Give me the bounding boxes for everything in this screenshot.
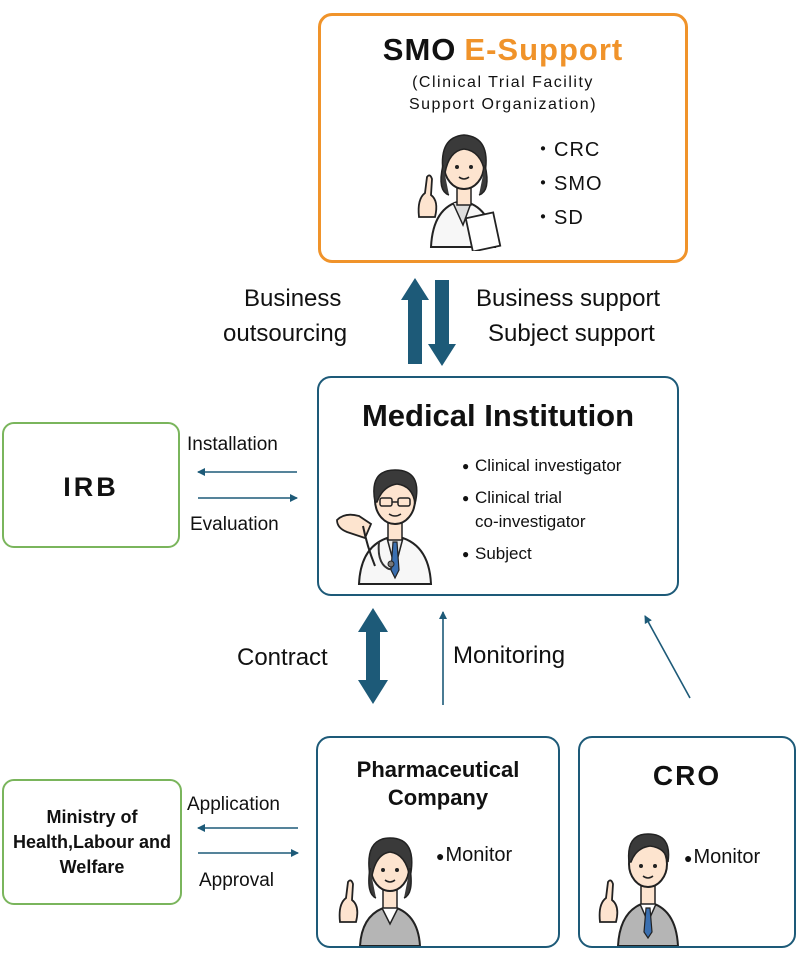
business-support-label: Business support [476, 285, 661, 312]
pharmaceutical-company-title: Pharmaceutical Company [356, 757, 520, 810]
crc-woman-illustration [417, 134, 502, 251]
application-label: Application [187, 794, 280, 815]
mhlw-box: Ministry of Health,Labour and Welfare [2, 779, 182, 905]
medical-role-item: Clinical investigator [462, 454, 621, 478]
mhlw-title: Ministry of Health,Labour and Welfare [12, 807, 171, 877]
medical-role-item: Clinical trial [462, 486, 621, 510]
smo-role-item: SD [533, 201, 603, 235]
smo-roles-list: CRC SMO SD [533, 133, 603, 235]
outsourcing-label: outsourcing [223, 320, 348, 347]
doctor-illustration [336, 469, 433, 585]
contract-arrow [358, 608, 388, 704]
irb-box: IRB [2, 422, 180, 548]
evaluation-label: Evaluation [190, 514, 279, 535]
cro-monitor-label: Monitor [684, 846, 760, 869]
medical-role-item: Subject [462, 542, 621, 566]
irb-title: IRB [63, 472, 119, 502]
medical-role-item-cont: co-investigator [475, 512, 586, 531]
smo-subtitle-line1: (Clinical Trial Facility [412, 74, 594, 91]
support-arrow [428, 280, 456, 366]
pharma-monitor-label: Monitor [436, 844, 512, 867]
medical-institution-title: Medical Institution [361, 398, 635, 433]
smo-role-item: SMO [533, 167, 603, 201]
outsourcing-arrow [401, 278, 429, 364]
medical-institution-box: Medical Institution Clinical investigato… [317, 376, 679, 596]
medical-roles-list: Clinical investigator Clinical trial co-… [462, 454, 621, 574]
contract-label: Contract [237, 644, 328, 671]
cro-monitoring-arrow [644, 615, 691, 699]
smo-role-item: CRC [533, 133, 603, 167]
cro-box: CRO Monitor [578, 736, 796, 948]
cro-title: CRO [652, 760, 722, 791]
smo-subtitle-line2: Support Organization) [408, 96, 598, 113]
pharma-monitor-illustration [338, 837, 422, 946]
business-label: Business [244, 285, 342, 312]
smo-subtitle: (Clinical Trial Facility Support Organiz… [321, 72, 685, 116]
monitoring-label: Monitoring [453, 642, 566, 669]
approval-label: Approval [199, 870, 274, 891]
smo-title-brand: E-Support [464, 32, 624, 67]
smo-title-main: SMO [382, 32, 457, 67]
subject-support-label: Subject support [488, 320, 655, 347]
pharmaceutical-company-box: Pharmaceutical Company Monitor [316, 736, 560, 948]
cro-monitor-illustration [598, 833, 680, 946]
installation-label: Installation [187, 434, 278, 455]
